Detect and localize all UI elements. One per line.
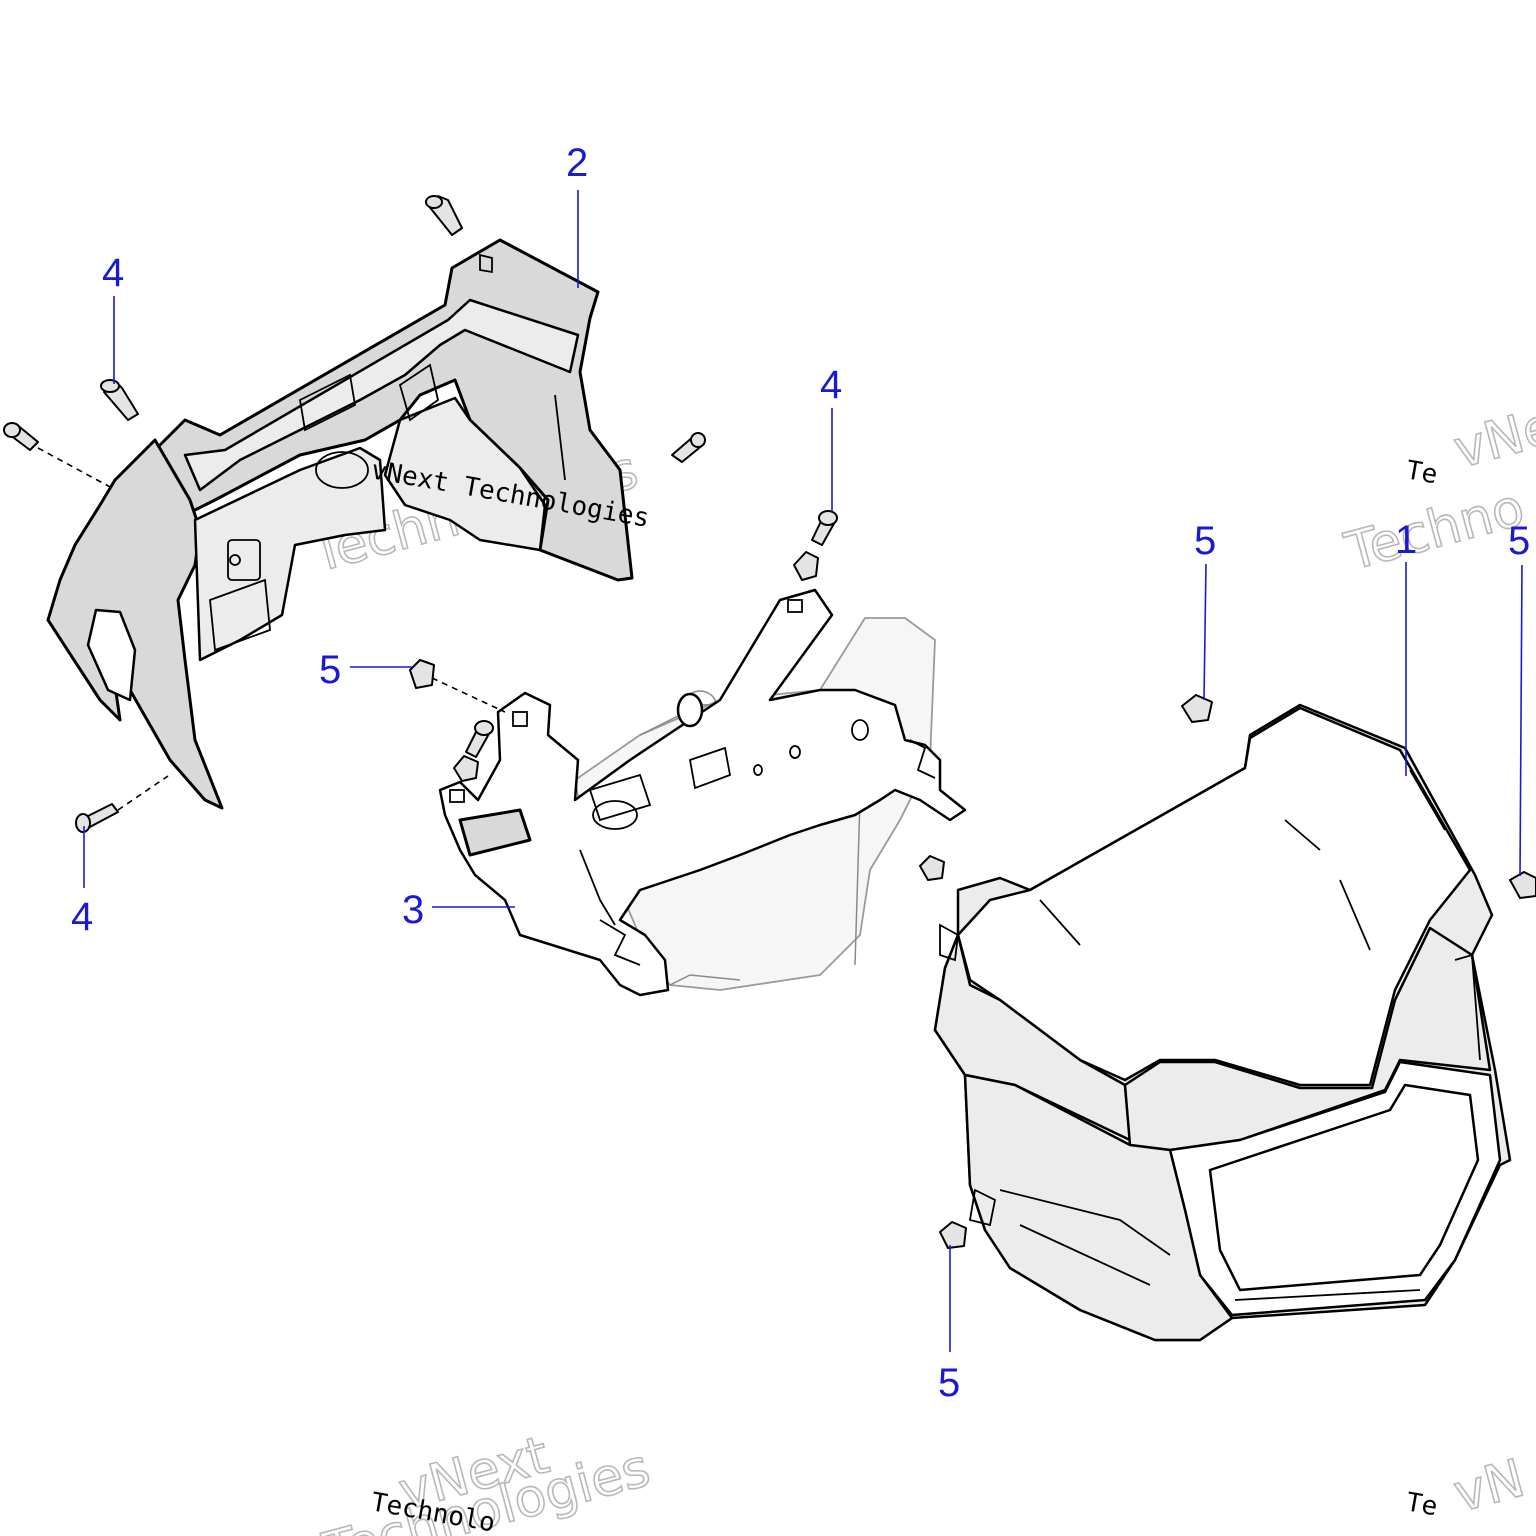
fasteners [3,195,1536,1249]
support-screw-hole [229,554,241,566]
screw-left-outer[interactable] [3,422,39,451]
cowl-skirt-line-1 [1019,1224,1151,1286]
screw-top-center[interactable] [425,195,463,236]
lamp-housing-edge-2 [854,799,861,966]
leader-lines [83,190,1523,1352]
support-arm-inner [183,298,580,492]
cowl-bottom-edge [1234,1289,1421,1301]
callout-4-center[interactable]: 4 [820,363,842,407]
support-hole-1 [315,451,369,489]
callout-5-bottom[interactable]: 5 [938,1361,960,1405]
bracket-body [438,588,967,997]
screw-lower-bracket[interactable] [465,720,494,758]
cowl-mount-tab [968,1188,997,1227]
clip-bracket-lower[interactable] [453,755,479,782]
callout-4-top-left[interactable]: 4 [102,251,124,295]
callout-labels: 2 4 4 4 5 5 5 5 3 1 [71,141,1530,1405]
assembly-lines [37,447,506,811]
bracket-tab-left [599,919,641,966]
part-3-headlight-bracket[interactable] [438,588,967,997]
cowl-opening-inner [1208,1083,1480,1292]
screw-bottom-left[interactable] [75,803,119,833]
callout-5-cowl-top[interactable]: 5 [1194,519,1216,563]
watermark-text-4: Te [1404,1487,1440,1522]
bracket-slot-2 [688,746,732,790]
part-2-upper-support[interactable] [46,238,634,810]
callout-1[interactable]: 1 [1395,518,1417,562]
bracket-slot-1 [588,773,652,822]
callout-4-bottom-left[interactable]: 4 [71,895,93,939]
watermark-outline-vnext-2: vNe [1448,396,1536,480]
bracket-square-hole-1 [512,711,528,727]
part-1-headlight-cowl[interactable] [933,703,1512,1342]
support-tab-top [479,253,493,274]
clip-cowl-bottom[interactable] [939,1221,967,1249]
clip-cowl-right[interactable] [1509,871,1536,899]
bracket-bolt-boss [676,692,704,728]
support-edge-line [554,394,566,481]
bracket-round-hole-3 [753,764,763,776]
cowl-lower-skirt [963,1073,1234,1342]
support-window-1 [398,363,440,422]
bracket-shaded-face [458,808,532,857]
clip-lamp-side[interactable] [919,855,945,881]
support-plate [209,578,271,652]
bracket-hole-large [592,800,638,830]
callout-5-left[interactable]: 5 [319,648,341,692]
callout-3[interactable]: 3 [402,888,424,932]
clip-cowl-top[interactable] [1181,694,1213,723]
bracket-round-hole-1 [851,719,869,741]
callout-5-right-edge[interactable]: 5 [1508,519,1530,563]
bracket-square-hole-3 [787,599,803,613]
lamp-housing-edge-3 [669,974,741,986]
cowl-side-tab [939,923,959,962]
cowl-side-edge [1454,953,1481,1061]
support-right-wall [383,396,547,552]
watermark-text-2: Te [1404,455,1440,490]
bracket-round-hole-2 [789,745,801,759]
support-left-bracket-cutout [86,608,137,702]
bracket-bend-line [579,849,616,926]
bracket-tab-right [909,739,936,779]
screw-mid-bracket[interactable] [811,510,838,546]
cowl-crease-4 [1409,769,1446,831]
callout-2[interactable]: 2 [566,141,588,185]
clip-left[interactable] [409,659,435,689]
cowl-skirt-line-2 [999,1189,1171,1256]
screw-right-upper[interactable] [671,432,706,463]
screw-left-upper[interactable] [100,379,139,421]
watermark-outline-vnext-4: vN [1448,1449,1531,1525]
watermark-outline-technologies-2: Techno [1339,478,1531,583]
cowl-crease-1 [1284,819,1321,851]
cowl-crease-2 [1339,879,1371,951]
bracket-square-hole-2 [449,789,465,803]
clip-bracket-top[interactable] [793,551,819,581]
support-slot-1 [227,539,261,581]
cowl-crease-3 [1039,899,1081,946]
support-window-2 [299,373,356,432]
